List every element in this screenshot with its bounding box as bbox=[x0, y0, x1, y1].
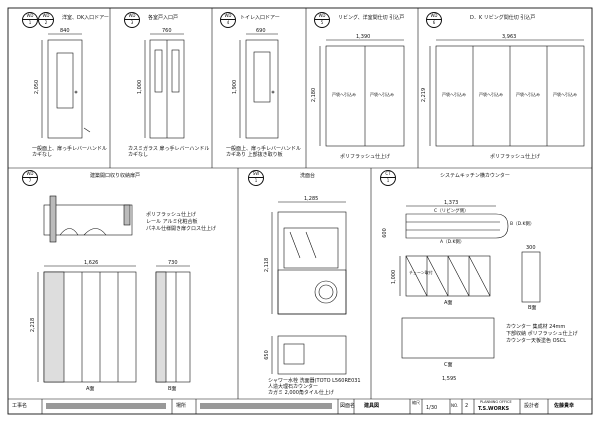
ct1-chip-label: チェーン取付 bbox=[409, 270, 433, 275]
wd3-width: 760 bbox=[162, 28, 172, 34]
wd5-note: ポリフラッシュ仕上げ bbox=[340, 154, 391, 160]
wd5-leaf-label-1: 戸袋へ引込み bbox=[332, 92, 356, 97]
wd1-note2: カギなし bbox=[32, 152, 53, 158]
wd6-sliding-door-elevation bbox=[429, 39, 585, 147]
wd3-note1: カスミガラス 扉っ手レバーハンドル bbox=[128, 146, 210, 152]
wd1-door-elevation bbox=[41, 33, 91, 139]
wd3-title: 各室戸入口戸 bbox=[148, 15, 179, 21]
wd6-title: D．K リビング間仕切 引込戸 bbox=[470, 15, 536, 21]
sw1-height: 2,118 bbox=[264, 257, 271, 273]
wd4-title: トイレ入口ドアー bbox=[240, 15, 280, 21]
sw1-vanity-drawing bbox=[271, 201, 347, 375]
tb-drawer: 佐藤貴幸 bbox=[554, 403, 575, 409]
ct1-width-bottom: 1,595 bbox=[442, 376, 457, 382]
sw1-side: 650 bbox=[263, 350, 270, 360]
sw1-note2: 人造大理石カウンター bbox=[268, 384, 319, 390]
wd7-title: 建築開口収り収納扉戸 bbox=[90, 173, 141, 179]
wd4-note2: カギあり 上部抜き取り板 bbox=[226, 152, 283, 158]
wd5-leaf-label-2: 戸袋へ引込み bbox=[370, 92, 394, 97]
wd7-storage-door-drawings bbox=[37, 195, 191, 383]
ct1-label-a-face: A面 bbox=[444, 300, 453, 306]
sw1-title: 洗面台 bbox=[300, 173, 316, 179]
wd7-note3: パネル仕様開き扉クロス仕上げ bbox=[146, 226, 217, 232]
wd1-width: 840 bbox=[60, 28, 70, 34]
ct1-dim-600: 600 bbox=[381, 228, 388, 238]
sw1-note3: カガミ 2,000角タイル仕上げ bbox=[268, 390, 334, 396]
wd7-height-a: 2,218 bbox=[30, 317, 37, 333]
wd6-leaf-label-1: 戸袋へ引込み bbox=[442, 92, 466, 97]
tb-place-label: 場所 bbox=[176, 403, 187, 409]
tb-drawing-label: 図面名 bbox=[340, 403, 356, 409]
wd7-label-a: A面 bbox=[86, 386, 95, 392]
ct1-label-b: B（D.K側） bbox=[510, 222, 535, 227]
wd4-height: 1,900 bbox=[232, 79, 239, 95]
ct1-label-c-face: C面 bbox=[444, 362, 453, 368]
wd3-note2: カギなし bbox=[128, 152, 149, 158]
sw1-width: 1,285 bbox=[304, 196, 319, 202]
ct1-note1: カウンター 集成材 24mm bbox=[506, 324, 566, 330]
ct1-label-a: A（D.K側） bbox=[440, 240, 465, 245]
ct1-width-top: 1,373 bbox=[444, 200, 459, 206]
tb-number: 2 bbox=[465, 403, 469, 409]
tb-scale-label: 縮尺 bbox=[412, 400, 420, 405]
wd1-title: 洋室、DK入口ドアー bbox=[62, 15, 109, 21]
tb-place-redacted bbox=[200, 403, 332, 409]
tb-drawing-title: 建具図 bbox=[364, 403, 380, 409]
tb-office-label: PLANNING OFFICE bbox=[480, 400, 512, 404]
wd7-label-b: B面 bbox=[168, 386, 177, 392]
wd4-note1: 一般面上、扉っ手レバーハンドル bbox=[226, 146, 301, 152]
wd1-height: 2,050 bbox=[34, 79, 41, 95]
wd7-note2: レール アルミ化粧合板 bbox=[146, 219, 198, 225]
ct1-label-b-face: B面 bbox=[528, 305, 537, 311]
sw1-note1: シャワー水栓 洗面器(TOTO L560RE031 bbox=[268, 378, 361, 384]
ct1-dim-300: 300 bbox=[526, 245, 536, 251]
ct1-counter-drawing bbox=[399, 205, 541, 359]
wd6-leaf-label-4: 戸袋へ引込み bbox=[553, 92, 577, 97]
tb-drawer-label: 設計者 bbox=[524, 403, 540, 409]
ct1-height: 1,000 bbox=[391, 269, 398, 285]
tb-number-label: NO. bbox=[451, 403, 459, 408]
ct1-note2: 下部収納 ポリフラッシュ仕上げ bbox=[506, 331, 578, 337]
wd6-width: 3,963 bbox=[502, 34, 517, 40]
wd6-leaf-label-2: 戸袋へ引込み bbox=[479, 92, 503, 97]
wd7-width-b: 730 bbox=[168, 260, 178, 266]
tb-project-redacted bbox=[46, 403, 166, 409]
wd3-door-elevation bbox=[144, 33, 185, 139]
wd1-note1: 一般面上、扉っ手レバーハンドル bbox=[32, 146, 107, 152]
tb-office: T.S.WORKS bbox=[478, 406, 510, 412]
title-block-grid bbox=[41, 399, 549, 414]
tb-project-label: 工事名 bbox=[12, 403, 28, 409]
wd5-title: リビング、洋室間仕切 引込戸 bbox=[338, 15, 405, 21]
wd5-height: 2,180 bbox=[311, 87, 318, 103]
tb-scale: 1/30 bbox=[426, 405, 438, 411]
wd6-height: 2,219 bbox=[421, 87, 428, 103]
ct1-note3: カウンター天板塗色 OSCL bbox=[506, 338, 566, 344]
wd6-note: ポリフラッシュ仕上げ bbox=[490, 154, 541, 160]
wd7-width-a: 1,626 bbox=[84, 260, 99, 266]
ct1-title: システムキッチン横カウンター bbox=[440, 173, 510, 179]
wd7-note1: ポリフラッシュ仕上げ bbox=[146, 212, 197, 218]
wd4-width: 690 bbox=[256, 28, 266, 34]
wd3-height: 1,000 bbox=[137, 79, 144, 95]
wd6-leaf-label-3: 戸袋へ引込み bbox=[516, 92, 540, 97]
wd5-width: 1,390 bbox=[356, 34, 371, 40]
wd4-door-elevation bbox=[239, 33, 279, 139]
wd5-sliding-door-elevation bbox=[319, 39, 405, 147]
ct1-label-c: C（リビング側） bbox=[434, 209, 469, 214]
